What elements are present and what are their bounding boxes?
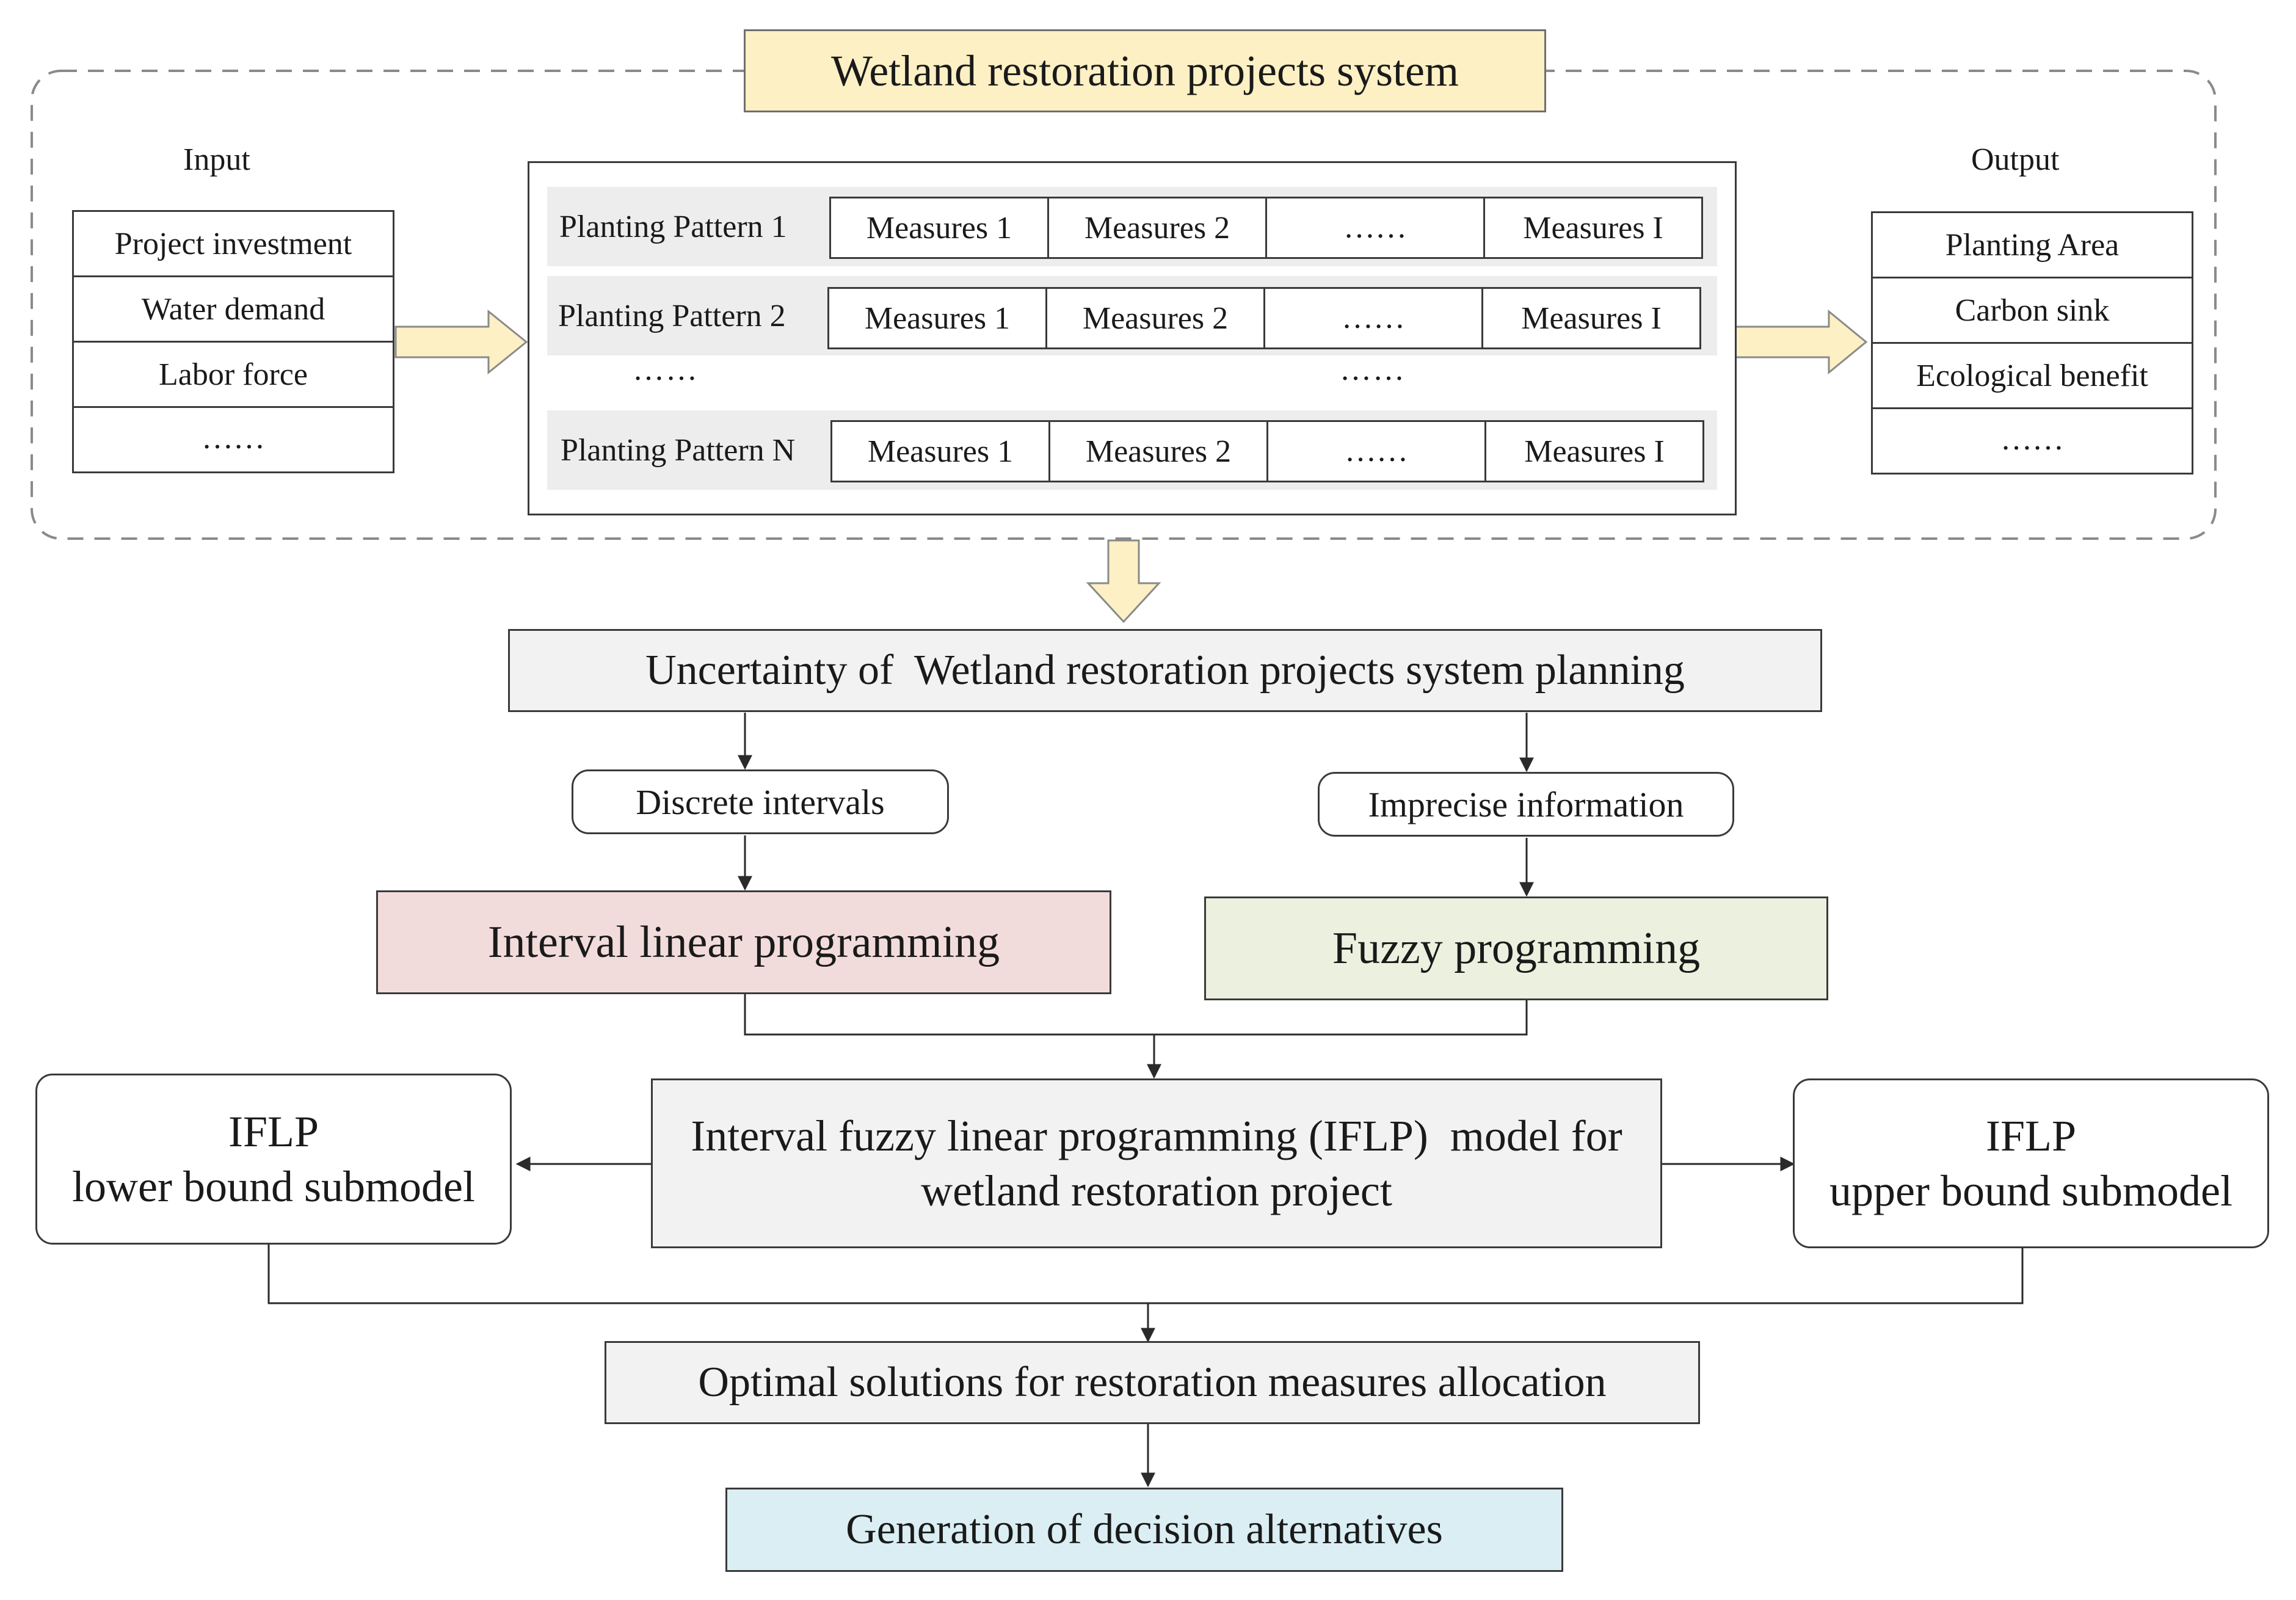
- generation-box: Generation of decision alternatives: [725, 1488, 1563, 1572]
- measure-cell: Measures 1: [830, 420, 1050, 482]
- measure-cell: Measures I: [1484, 420, 1704, 482]
- pattern-ellipsis-mid: ……: [1340, 352, 1406, 387]
- measure-cell: ……: [1265, 197, 1485, 259]
- output-item-ellipsis: ……: [1871, 407, 2193, 475]
- measure-cell: Measures 2: [1048, 420, 1268, 482]
- pattern-name-1: Planting Pattern 1: [559, 209, 787, 244]
- measure-cell: ……: [1266, 420, 1486, 482]
- input-heading: Input: [183, 142, 250, 177]
- down-arrow: [1086, 539, 1161, 624]
- output-item-planting-area: Planting Area: [1871, 211, 2193, 278]
- interval-linear-programming-box: Interval linear programming: [376, 890, 1111, 994]
- pattern-ellipsis-left: ……: [633, 352, 699, 387]
- measure-cell: Measures 2: [1047, 197, 1267, 259]
- iflp-upper-box: IFLP upper bound submodel: [1793, 1078, 2269, 1248]
- output-arrow: [1734, 309, 1868, 375]
- input-item-ellipsis: ……: [72, 406, 394, 473]
- input-item-project-investment: Project investment: [72, 210, 394, 277]
- measure-cell: Measures 1: [829, 197, 1049, 259]
- input-arrow: [394, 309, 528, 375]
- output-item-carbon-sink: Carbon sink: [1871, 277, 2193, 344]
- measure-cell: ……: [1263, 287, 1483, 349]
- output-item-ecological-benefit: Ecological benefit: [1871, 342, 2193, 409]
- system-title: Wetland restoration projects system: [744, 29, 1546, 112]
- optimal-solutions-box: Optimal solutions for restoration measur…: [605, 1341, 1700, 1424]
- iflp-model-box: Interval fuzzy linear programming (IFLP)…: [651, 1078, 1662, 1248]
- uncertainty-box: Uncertainty of Wetland restoration proje…: [508, 629, 1822, 712]
- iflp-lower-box: IFLP lower bound submodel: [35, 1074, 512, 1245]
- fuzzy-programming-box: Fuzzy programming: [1204, 896, 1828, 1000]
- measure-cell: Measures I: [1481, 287, 1701, 349]
- input-item-water-demand: Water demand: [72, 275, 394, 343]
- discrete-intervals-box: Discrete intervals: [572, 769, 949, 834]
- pattern-name-n: Planting Pattern N: [561, 432, 796, 468]
- measure-cell: Measures I: [1483, 197, 1703, 259]
- output-heading: Output: [1971, 142, 2060, 177]
- measure-cell: Measures 1: [827, 287, 1047, 349]
- pattern-name-2: Planting Pattern 2: [558, 298, 786, 333]
- imprecise-information-box: Imprecise information: [1318, 772, 1734, 837]
- measure-cell: Measures 2: [1045, 287, 1265, 349]
- input-item-labor-force: Labor force: [72, 341, 394, 408]
